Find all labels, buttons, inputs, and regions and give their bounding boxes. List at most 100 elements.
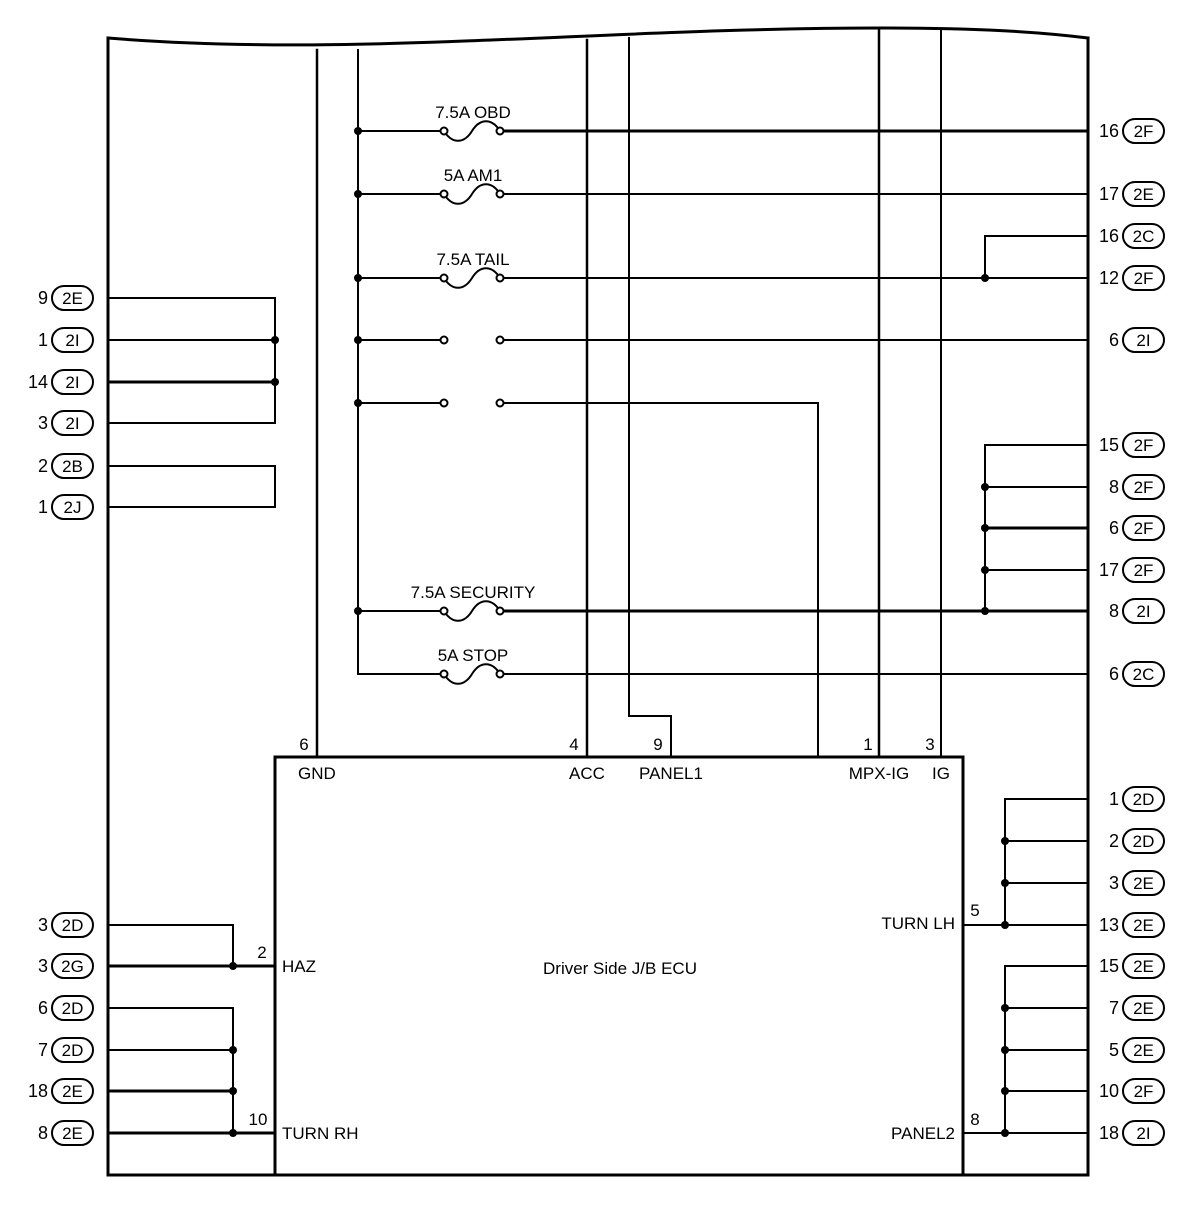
connector-badge: 6 2D bbox=[38, 995, 94, 1021]
ecu-pin-name: MPX-IG bbox=[849, 764, 909, 783]
connector-pin: 18 bbox=[28, 1081, 48, 1101]
connector-pin: 5 bbox=[1109, 1040, 1119, 1060]
connector-pin: 6 bbox=[38, 998, 48, 1018]
connector-pin: 3 bbox=[38, 413, 48, 433]
connector-pin: 6 bbox=[1109, 330, 1119, 350]
connector-pin: 9 bbox=[38, 288, 48, 308]
connector-badge: 6 2I bbox=[1109, 327, 1165, 353]
vertical-buses bbox=[315, 26, 942, 759]
connector-code: 2B bbox=[62, 457, 83, 476]
connector-code: 2D bbox=[62, 1041, 84, 1060]
connector-badge: 2 2D bbox=[1109, 828, 1165, 854]
connector-pin: 8 bbox=[38, 1123, 48, 1143]
fuse-am1: 5A AM1 bbox=[354, 166, 1089, 205]
ecu-pin-name: HAZ bbox=[282, 957, 316, 976]
connector-pin: 1 bbox=[1109, 789, 1119, 809]
connector-code: 2I bbox=[1136, 602, 1150, 621]
connector-pin: 17 bbox=[1099, 184, 1119, 204]
connector-code: 2D bbox=[62, 916, 84, 935]
connector-code: 2E bbox=[62, 1082, 83, 1101]
connector-badge: 6 2C bbox=[1109, 661, 1165, 687]
connector-badge: 3 2D bbox=[38, 912, 94, 938]
connector-badge: 10 2F bbox=[1099, 1078, 1165, 1104]
connector-code: 2E bbox=[1133, 957, 1154, 976]
ecu-pin-name: IG bbox=[932, 764, 950, 783]
right-connectors: 16 2F 17 2E 16 2C 12 2F 6 2I 15 2F bbox=[1099, 118, 1165, 1146]
connector-code: 2I bbox=[65, 373, 79, 392]
connector-badge: 2 2B bbox=[38, 453, 94, 479]
fuse-tail: 7.5A TAIL bbox=[354, 235, 1089, 289]
connector-badge: 3 2G bbox=[38, 953, 94, 979]
connector-code: 2C bbox=[1133, 665, 1155, 684]
connector-pin: 16 bbox=[1099, 121, 1119, 141]
connector-pin: 8 bbox=[1109, 477, 1119, 497]
connector-code: 2F bbox=[1134, 519, 1154, 538]
connector-pin: 3 bbox=[1109, 873, 1119, 893]
connector-code: 2E bbox=[1133, 874, 1154, 893]
open-link-1 bbox=[354, 335, 1089, 345]
connector-badge: 1 2D bbox=[1109, 786, 1165, 812]
connector-pin: 3 bbox=[38, 915, 48, 935]
connector-pin: 1 bbox=[38, 497, 48, 517]
connector-code: 2D bbox=[1133, 832, 1155, 851]
connector-badge: 7 2E bbox=[1109, 995, 1165, 1021]
ecu-pin-number: 5 bbox=[970, 901, 979, 920]
left-lower-splices bbox=[106, 924, 277, 1137]
connector-code: 2E bbox=[62, 289, 83, 308]
connector-code: 2D bbox=[1133, 790, 1155, 809]
fuse-label: 5A STOP bbox=[438, 646, 509, 665]
fuse-stop: 5A STOP bbox=[357, 646, 1089, 685]
connector-pin: 2 bbox=[1109, 831, 1119, 851]
connector-badge: 3 2I bbox=[38, 410, 94, 436]
fuse-obd: 7.5A OBD bbox=[354, 103, 1090, 142]
ecu-box: Driver Side J/B ECU bbox=[273, 755, 965, 1177]
connector-code: 2E bbox=[1133, 185, 1154, 204]
panel1-wire bbox=[628, 37, 672, 758]
right-lower-splices bbox=[962, 798, 1089, 1137]
connector-badge: 8 2E bbox=[38, 1120, 94, 1146]
connector-badge: 8 2I bbox=[1109, 598, 1165, 624]
ecu-pin-name: TURN LH bbox=[881, 914, 955, 933]
connector-badge: 16 2F bbox=[1099, 118, 1165, 144]
connector-pin: 6 bbox=[1109, 664, 1119, 684]
ecu-pin-number: 4 bbox=[569, 735, 578, 754]
connector-code: 2F bbox=[1134, 1082, 1154, 1101]
ecu-pin-number: 2 bbox=[257, 943, 266, 962]
connector-badge: 5 2E bbox=[1109, 1037, 1165, 1063]
ecu-pin-number: 3 bbox=[925, 735, 934, 754]
connector-badge: 8 2F bbox=[1109, 474, 1165, 500]
connector-code: 2E bbox=[1133, 916, 1154, 935]
connector-badge: 17 2E bbox=[1099, 181, 1165, 207]
connector-badge: 9 2E bbox=[38, 285, 94, 311]
connector-pin: 16 bbox=[1099, 226, 1119, 246]
left-connectors: 9 2E 1 2I 14 2I 3 2I 2 2B 1 2J bbox=[28, 285, 94, 1146]
connector-code: 2I bbox=[1136, 331, 1150, 350]
connector-code: 2E bbox=[1133, 999, 1154, 1018]
connector-code: 2D bbox=[62, 999, 84, 1018]
fuse-label: 7.5A TAIL bbox=[436, 250, 509, 269]
connector-pin: 13 bbox=[1099, 915, 1119, 935]
fuse-label: 7.5A OBD bbox=[435, 103, 511, 122]
connector-badge: 3 2E bbox=[1109, 870, 1165, 896]
connector-badge: 1 2J bbox=[38, 494, 94, 520]
connector-pin: 8 bbox=[1109, 601, 1119, 621]
connector-code: 2F bbox=[1134, 478, 1154, 497]
ecu-pin-number: 8 bbox=[970, 1110, 979, 1129]
fuse-security: 7.5A SECURITY bbox=[354, 583, 1090, 622]
connector-badge: 14 2I bbox=[28, 369, 94, 395]
connector-badge: 18 2I bbox=[1099, 1120, 1165, 1146]
ecu-title: Driver Side J/B ECU bbox=[543, 959, 697, 978]
ecu-pin-name: ACC bbox=[569, 764, 605, 783]
connector-code: 2J bbox=[64, 498, 82, 517]
connector-pin: 17 bbox=[1099, 560, 1119, 580]
ecu-pin-name: GND bbox=[298, 764, 336, 783]
connector-pin: 10 bbox=[1099, 1081, 1119, 1101]
ecu-pin-name: PANEL2 bbox=[891, 1124, 955, 1143]
ecu-pin-name: PANEL1 bbox=[639, 764, 703, 783]
connector-code: 2F bbox=[1134, 269, 1154, 288]
connector-code: 2I bbox=[65, 414, 79, 433]
ecu-pin-labels: 6 GND 4 ACC 9 PANEL1 1 MPX-IG 3 IG 2 HAZ… bbox=[249, 735, 980, 1143]
connector-code: 2F bbox=[1134, 561, 1154, 580]
connector-badge: 18 2E bbox=[28, 1078, 94, 1104]
